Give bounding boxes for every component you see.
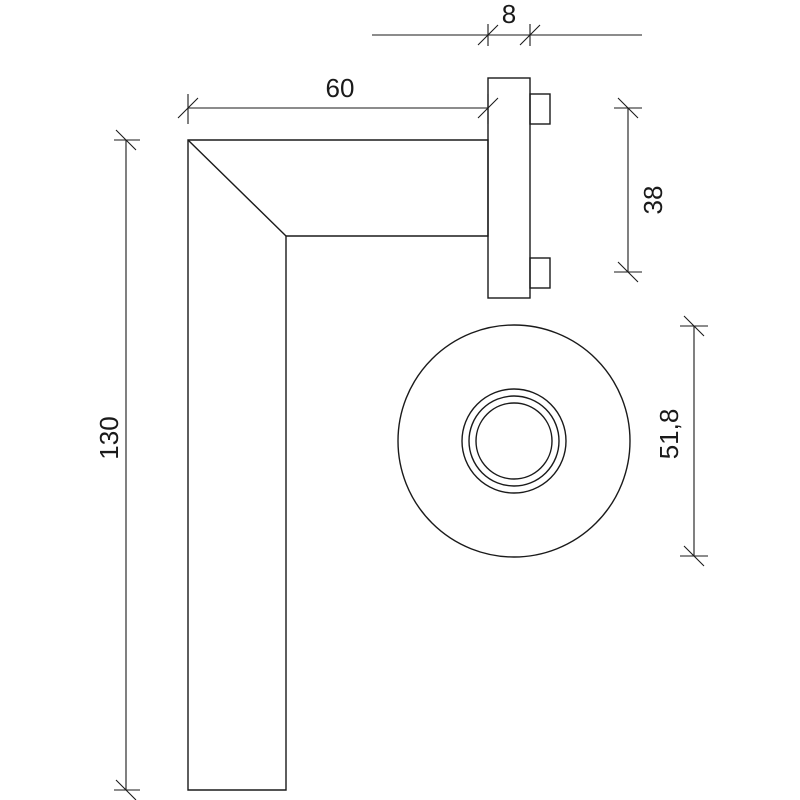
rose-front-view — [397, 324, 631, 558]
rose-ring-outer — [461, 388, 567, 494]
dimension-rose-thickness: 8 — [372, 0, 642, 46]
dimension-label-lever-width: 60 — [326, 73, 355, 103]
dimension-label-rose-thickness: 8 — [502, 0, 516, 29]
top-screw — [529, 93, 551, 125]
rose-plate-side — [487, 77, 551, 299]
rose-outer-circle — [397, 324, 631, 558]
dimension-spindle-height: 38 — [614, 97, 668, 283]
dimension-rose-diameter: 51,8 — [654, 315, 708, 567]
rose-ring-middle — [468, 395, 560, 487]
dimension-label-rose-diameter: 51,8 — [654, 409, 684, 460]
bottom-screw — [529, 257, 551, 289]
lever-handle — [187, 139, 489, 791]
dimension-label-spindle-height: 38 — [638, 186, 668, 215]
rose-plate — [487, 77, 531, 299]
dimension-label-handle-length: 130 — [94, 416, 124, 459]
lever-outline — [187, 139, 489, 791]
rose-ring-inner — [475, 402, 553, 480]
dimension-lever-width: 60 — [177, 73, 499, 124]
lever-bevel — [187, 139, 287, 237]
dimension-handle-length: 130 — [94, 129, 140, 800]
